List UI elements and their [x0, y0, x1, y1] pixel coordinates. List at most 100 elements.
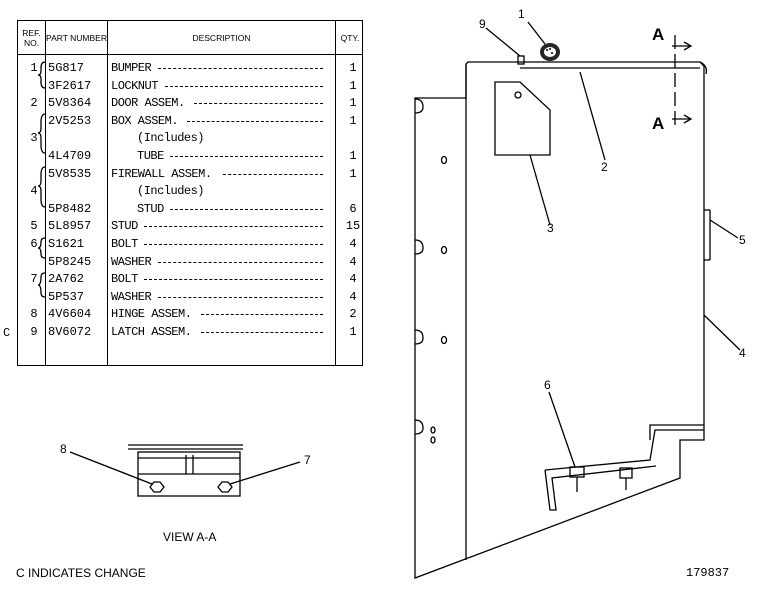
- part-number: 5P8245: [48, 254, 92, 269]
- quantity: 4: [349, 254, 357, 269]
- table-divider: [45, 21, 46, 365]
- header-rule: [18, 54, 362, 55]
- table-divider: [107, 21, 108, 365]
- part-number: 5L8957: [48, 219, 92, 234]
- description: TUBE: [137, 149, 164, 163]
- quantity: 15: [345, 219, 361, 234]
- leader-dashes: [194, 103, 323, 105]
- ref-number: 3: [30, 131, 38, 146]
- description: HINGE ASSEM.: [111, 307, 192, 322]
- table-row: 7 2A762 BOLT 4: [18, 271, 364, 288]
- ref-number: 5: [30, 219, 38, 234]
- leader-dashes: [223, 173, 323, 175]
- quantity: 1: [349, 113, 357, 128]
- table-row: 6 S1621 BOLT 4: [18, 236, 364, 253]
- table-row: 4L4709 TUBE 1: [18, 148, 364, 165]
- table-row: 5P8482 STUD 6: [18, 201, 364, 218]
- leader-dashes: [158, 68, 323, 69]
- leader-dashes: [158, 296, 323, 298]
- description: WASHER: [111, 254, 152, 269]
- table-row: 2V5253 BOX ASSEM. 1: [18, 113, 364, 130]
- leader-dashes: [143, 226, 323, 228]
- footer-note: C INDICATES CHANGE: [16, 566, 146, 580]
- callout-5: 5: [739, 233, 746, 247]
- description: STUD: [111, 219, 138, 234]
- leader-dashes: [169, 156, 323, 157]
- description: STUD: [137, 201, 164, 216]
- table-row: 9 8V6072 LATCH ASSEM. 1: [18, 324, 364, 341]
- quantity: 1: [349, 325, 357, 339]
- leader-dashes: [143, 244, 323, 245]
- table-row: 2 5V8364 DOOR ASSEM. 1: [18, 95, 364, 112]
- part-number: 2A762: [48, 272, 85, 287]
- header-part-number: PART NUMBER: [46, 32, 107, 43]
- table-row: 3 (Includes): [18, 130, 364, 147]
- leader-dashes: [201, 314, 323, 316]
- ref-number: 4: [30, 184, 38, 199]
- section-marker-bottom: A: [652, 114, 665, 133]
- part-number: 5P8482: [48, 201, 92, 216]
- part-number: 8V6072: [48, 325, 92, 339]
- callout-6: 6: [544, 378, 551, 392]
- ref-number: 6: [30, 237, 38, 251]
- leader-dashes: [143, 279, 323, 281]
- ref-number: 2: [30, 96, 38, 111]
- callout-3: 3: [547, 221, 554, 235]
- change-marker: C: [3, 326, 11, 340]
- section-marker-top: A: [652, 25, 665, 44]
- description: BUMPER: [111, 61, 152, 75]
- description: WASHER: [111, 289, 152, 304]
- part-number: 4L4709: [48, 149, 92, 163]
- header-ref: REF. NO.: [22, 27, 41, 48]
- description: BOX ASSEM.: [111, 113, 179, 128]
- table-divider: [335, 21, 336, 365]
- description: LATCH ASSEM.: [111, 325, 192, 339]
- view-label: VIEW A-A: [163, 530, 217, 544]
- description: LOCKNUT: [111, 78, 158, 93]
- part-number: 4V6604: [48, 307, 92, 322]
- part-number: S1621: [48, 237, 85, 251]
- description: BOLT: [111, 237, 138, 251]
- quantity: 2: [349, 307, 357, 322]
- description: (Includes): [137, 131, 205, 146]
- callout-4: 4: [739, 346, 746, 360]
- quantity: 4: [349, 237, 357, 251]
- quantity: 4: [349, 289, 357, 304]
- header-description: DESCRIPTION: [192, 32, 251, 43]
- part-number: 5V8535: [48, 166, 92, 181]
- part-number: 5V8364: [48, 96, 92, 111]
- description: DOOR ASSEM.: [111, 96, 185, 111]
- callout-7: 7: [304, 453, 311, 467]
- table-row: 8 4V6604 HINGE ASSEM. 2: [18, 306, 364, 323]
- quantity: 1: [349, 149, 357, 163]
- table-row: 5P8245 WASHER 4: [18, 254, 364, 271]
- quantity: 1: [349, 61, 357, 75]
- description: BOLT: [111, 272, 138, 287]
- header-qty: QTY.: [340, 32, 360, 43]
- ref-number: 9: [30, 325, 38, 339]
- quantity: 6: [349, 201, 357, 216]
- part-number: 5P537: [48, 289, 85, 304]
- table-row: 5 5L8957 STUD 15: [18, 218, 364, 235]
- callout-1: 1: [518, 7, 525, 21]
- ref-number: 7: [30, 272, 38, 287]
- quantity: 1: [349, 166, 357, 181]
- part-number: 2V5253: [48, 113, 92, 128]
- leader-dashes: [158, 261, 323, 263]
- ref-number: 1: [30, 61, 38, 75]
- quantity: 4: [349, 272, 357, 287]
- quantity: 1: [349, 96, 357, 111]
- drawing-number: 179837: [686, 566, 730, 580]
- callout-2: 2: [601, 160, 608, 174]
- table-row: 4 (Includes): [18, 183, 364, 200]
- description: (Includes): [137, 184, 205, 199]
- leader-dashes: [201, 332, 323, 333]
- leader-dashes: [165, 85, 323, 87]
- callout-8: 8: [60, 442, 67, 456]
- part-number: 3F2617: [48, 78, 92, 93]
- ref-number: 8: [30, 307, 38, 322]
